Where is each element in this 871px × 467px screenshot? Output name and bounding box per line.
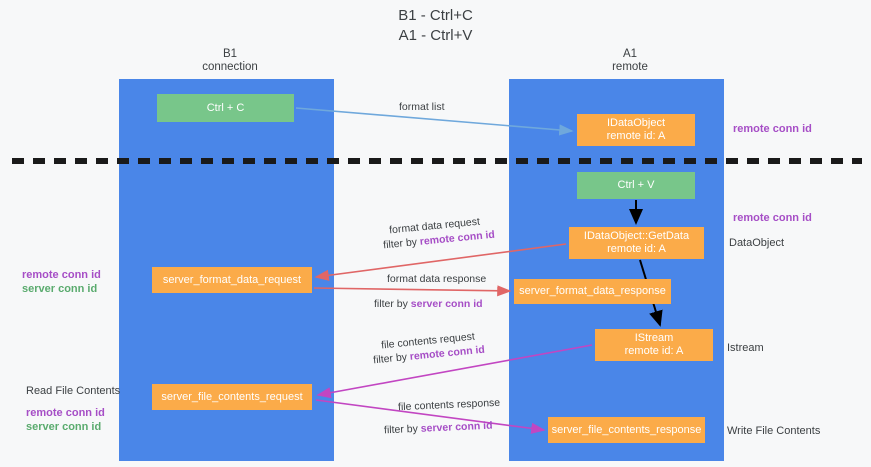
edge-format-data-response [313,285,512,297]
filter-prefix: filter by [372,350,411,367]
node-istream[interactable]: IStream remote id: A [595,329,713,361]
edge-format-data-request [314,243,567,281]
node-server-format-data-response[interactable]: server_format_data_response [514,279,671,304]
column-header-a1: A1 remote [612,48,648,73]
annotation-server-conn-id: server conn id [22,283,98,295]
page-title: B1 - Ctrl+C A1 - Ctrl+V [398,7,473,44]
node-server-file-contents-request[interactable]: server_file_contents_request [152,384,312,410]
node-ctrl-c[interactable]: Ctrl + C [157,94,294,122]
node-idataobject[interactable]: IDataObject remote id: A [577,114,695,146]
filter-key-server-conn-id: server conn id [410,298,483,310]
filter-prefix: filter by [382,235,421,252]
edge-label-format-list: format list [399,101,445,113]
annotation-server-conn-id: server conn id [26,421,102,433]
edge-label-format-data-response-filter: filter by server conn id [374,297,483,311]
edge-file-contents-response [315,399,546,434]
annotation-istream: Istream [727,342,764,354]
annotation-write-file-contents: Write File Contents [727,425,821,437]
annotation-dataobject: DataObject [729,237,785,249]
filter-prefix: filter by [383,422,422,437]
annotation-remote-conn-id: remote conn id [26,407,105,419]
edge-label-format-data-response: format data response [387,273,487,285]
node-server-file-contents-response[interactable]: server_file_contents_response [548,417,705,443]
annotation-left-read-file-contents-group: Read File Contents remote conn id server… [26,384,126,434]
filter-key-server-conn-id: server conn id [420,419,493,435]
column-header-b1: B1 connection [202,48,258,73]
annotation-remote-conn-id-top: remote conn id [733,123,812,135]
filter-prefix: filter by [374,298,411,310]
edge-file-contents-request [316,344,593,399]
annotation-remote-conn-id: remote conn id [22,269,101,281]
node-server-format-data-request[interactable]: server_format_data_request [152,267,312,293]
edge-format-list [295,107,574,136]
annotation-left-conn-ids-format: remote conn id server conn id [22,268,117,296]
node-idataobject-getdata[interactable]: IDataObject::GetData remote id: A [569,227,704,259]
node-ctrl-v[interactable]: Ctrl + V [577,172,695,199]
annotation-read-file-contents: Read File Contents [26,385,121,397]
annotation-remote-conn-id-mid: remote conn id [733,212,812,224]
